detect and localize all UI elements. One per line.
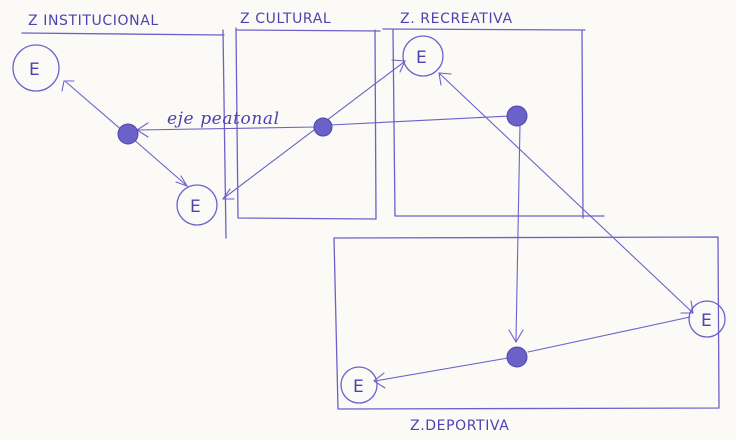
- zone-deportiva: [333, 236, 720, 410]
- svg-text:E: E: [353, 377, 364, 397]
- building-deportiva-right: E: [688, 300, 726, 338]
- path-label-eje-peatonal: eje peatonal: [167, 109, 280, 129]
- zone-label-deportiva: Z.DEPORTIVA: [410, 418, 509, 434]
- building-institucional-top: E: [12, 44, 60, 92]
- svg-text:E: E: [416, 48, 427, 68]
- zone-label-recreativa: Z. RECREATIVA: [400, 11, 513, 27]
- junction-node-recreativa: [506, 105, 528, 127]
- zone-label-cultural: Z CULTURAL: [240, 11, 331, 27]
- zone-recreativa: [382, 28, 605, 219]
- junction-node-institucional: [117, 123, 139, 145]
- building-deportiva-left: E: [340, 366, 378, 404]
- svg-text:E: E: [29, 60, 40, 80]
- connections: [61, 59, 694, 389]
- zone-label-institucional: Z INSTITUCIONAL: [28, 13, 159, 29]
- junction-node-cultural: [313, 117, 333, 137]
- svg-text:E: E: [701, 311, 712, 331]
- svg-text:E: E: [190, 197, 201, 217]
- zone-cultural: [235, 27, 381, 220]
- building-institucional-bottom: E: [176, 184, 218, 226]
- building-recreativa: E: [402, 35, 444, 77]
- zone-institucional: [21, 29, 227, 239]
- junction-node-deportiva: [506, 346, 528, 368]
